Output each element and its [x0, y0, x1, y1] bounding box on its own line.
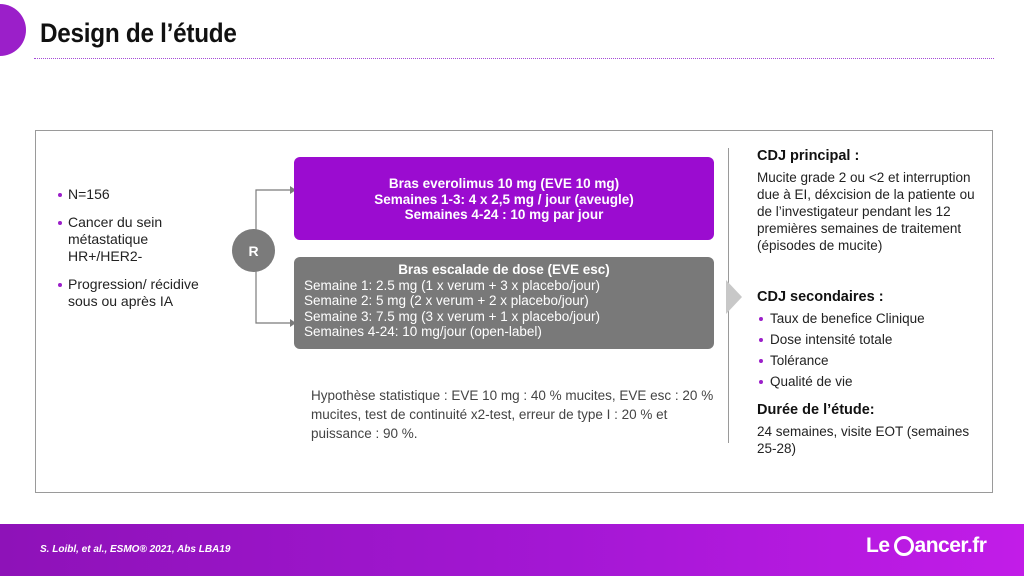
randomization-circle: R — [232, 229, 275, 272]
corner-accent-shape — [0, 4, 26, 56]
secondary-endpoint-item: Taux de benefice Clinique — [757, 310, 987, 327]
lecancer-logo[interactable]: Le ancer.fr — [866, 534, 987, 558]
arm-escalation-line: Semaine 1: 2.5 mg (1 x verum + 3 x place… — [304, 277, 601, 293]
arm-escalation-line: Semaine 3: 7.5 mg (3 x verum + 1 x place… — [304, 308, 601, 324]
logo-text-left: Le — [866, 534, 890, 557]
statistical-hypothesis: Hypothèse statistique : EVE 10 mg : 40 %… — [311, 388, 714, 441]
citation-text: S. Loibl, et al., ESMO® 2021, Abs LBA19 — [40, 544, 231, 555]
randomization-label: R — [248, 242, 259, 259]
population-item: Progression/ récidive sous ou après IA — [58, 276, 208, 310]
chevron-right-icon — [726, 280, 742, 314]
arm-escalation-line: Semaine 2: 5 mg (2 x verum + 2 x placebo… — [304, 293, 589, 308]
secondary-endpoint-item: Dose intensité totale — [757, 331, 987, 348]
arm-everolimus-line: Semaines 4-24 : 10 mg par jour — [404, 207, 604, 222]
study-design-frame — [35, 130, 993, 493]
secondary-endpoints: CDJ secondaires : Taux de benefice Clini… — [757, 289, 987, 394]
arm-everolimus-line: Semaines 1-3: 4 x 2,5 mg / jour (aveugle… — [374, 191, 634, 207]
logo-ring-icon — [893, 536, 914, 556]
study-duration: Durée de l’étude: 24 semaines, visite EO… — [757, 402, 987, 457]
title-divider — [34, 58, 994, 59]
secondary-endpoints-title: CDJ secondaires : — [757, 289, 884, 305]
population-list: N=156 Cancer du sein métastatique HR+/HE… — [58, 186, 208, 321]
secondary-endpoints-list: Taux de benefice Clinique Dose intensité… — [757, 310, 987, 390]
arm-everolimus-line: Bras everolimus 10 mg (EVE 10 mg) — [388, 176, 620, 191]
primary-endpoint: CDJ principal : Mucite grade 2 ou <2 et … — [757, 148, 987, 254]
study-duration-text: 24 semaines, visite EOT (semaines 25-28) — [757, 424, 970, 456]
footer-bar: S. Loibl, et al., ESMO® 2021, Abs LBA19 … — [0, 524, 1024, 576]
logo-text-right: ancer.fr — [914, 534, 987, 557]
population-item: N=156 — [58, 186, 208, 203]
arm-escalation-line: Semaines 4-24: 10 mg/jour (open-label) — [304, 324, 542, 339]
primary-endpoint-text: Mucite grade 2 ou <2 et interruption due… — [757, 170, 975, 253]
secondary-endpoint-item: Qualité de vie — [757, 373, 987, 390]
arm-everolimus-box: Bras everolimus 10 mg (EVE 10 mg) Semain… — [294, 157, 714, 240]
arm-escalation-box: Bras escalade de dose (EVE esc) Semaine … — [294, 257, 714, 349]
population-item: Cancer du sein métastatique HR+/HER2- — [58, 214, 208, 265]
primary-endpoint-title: CDJ principal : — [757, 148, 860, 164]
slide-title: Design de l’étude — [40, 18, 237, 48]
arm-escalation-title: Bras escalade de dose (EVE esc) — [398, 262, 610, 277]
secondary-endpoint-item: Tolérance — [757, 352, 987, 369]
study-duration-title: Durée de l’étude: — [757, 402, 875, 418]
